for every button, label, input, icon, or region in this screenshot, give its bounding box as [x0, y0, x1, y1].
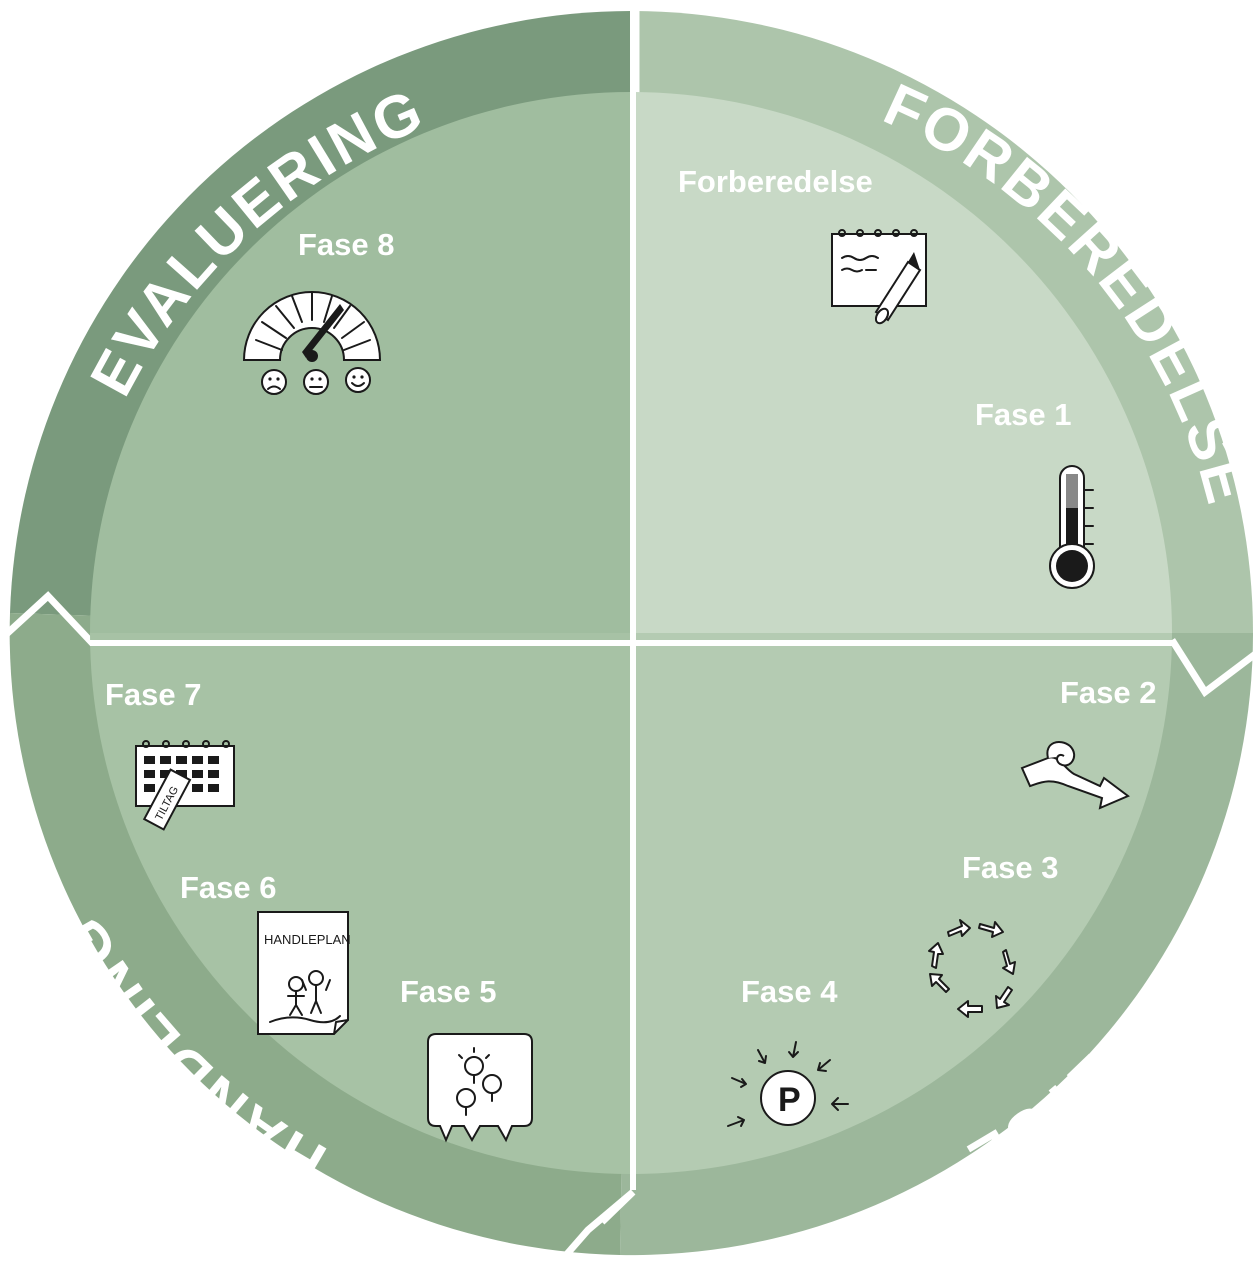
- p-letter: P: [778, 1081, 801, 1119]
- phase-label-fase-7: Fase 7: [105, 677, 202, 712]
- handleplan-document-icon: HANDLEPLAN: [257, 911, 351, 1035]
- quadrant-forberedelse: [631, 92, 1172, 633]
- handleplan-title: HANDLEPLAN: [264, 932, 351, 947]
- circular-arrows-icon: [928, 919, 1016, 1018]
- notepad-pencil-icon: [831, 229, 927, 325]
- thermometer-icon: [1049, 465, 1095, 589]
- phase-label-fase-5: Fase 5: [400, 974, 497, 1009]
- scroll-arrow-icon: [1020, 741, 1130, 810]
- phase-label-fase-1: Fase 1: [975, 397, 1072, 432]
- phase-label-forberedelse: Forberedelse: [678, 164, 873, 199]
- phase-label-fase-2: Fase 2: [1060, 675, 1157, 710]
- gauge-smileys-icon: [242, 291, 382, 395]
- phase-label-fase-4: Fase 4: [741, 974, 838, 1009]
- phase-label-fase-8: Fase 8: [298, 227, 395, 262]
- calendar-tiltag-icon: TILTAG: [135, 740, 235, 831]
- quadrant-evaluering: [90, 92, 631, 633]
- phase-label-fase-3: Fase 3: [962, 850, 1059, 885]
- phase-label-fase-6: Fase 6: [180, 870, 277, 905]
- p-circle-arrows-icon: P: [727, 1041, 849, 1127]
- lightbulbs-speech-icon: [427, 1033, 533, 1143]
